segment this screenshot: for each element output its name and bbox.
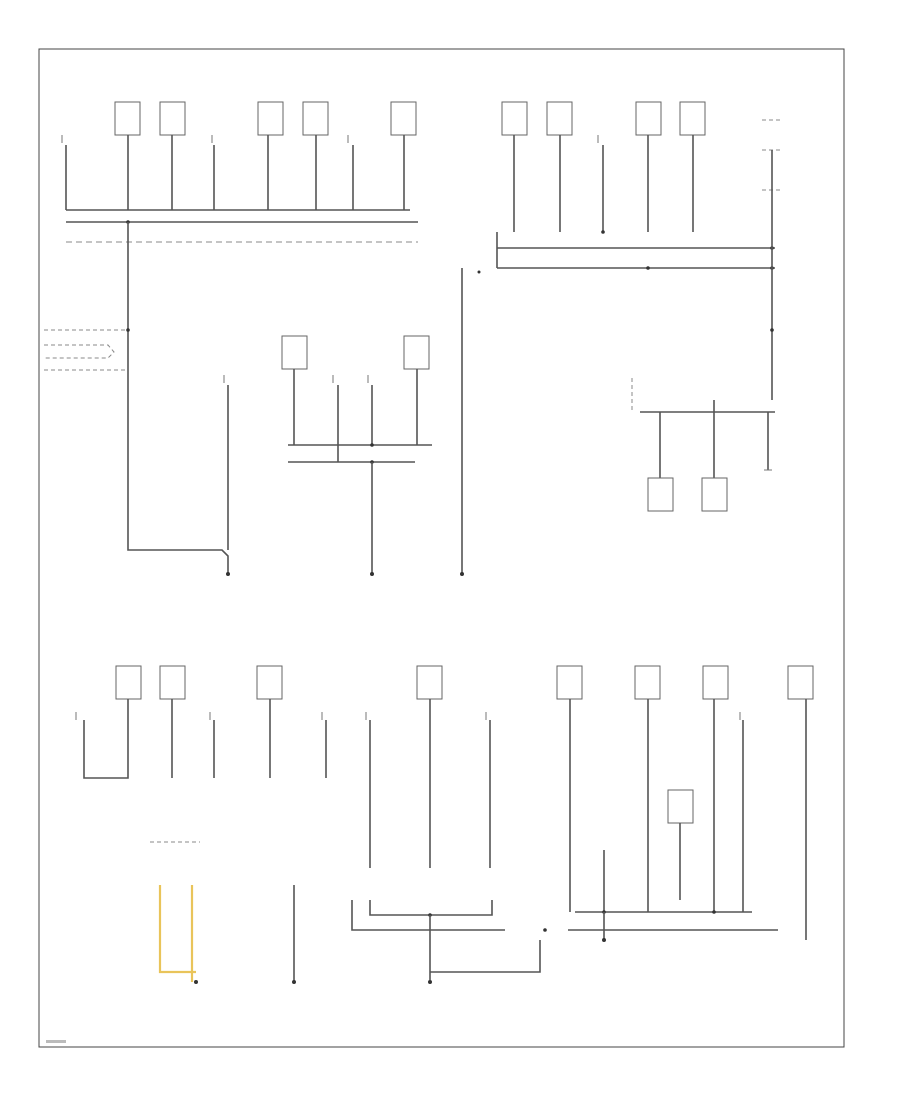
splice-dot xyxy=(646,266,650,270)
splice-dot xyxy=(601,230,605,234)
footer-code-mark xyxy=(46,1040,66,1043)
drop-wire xyxy=(83,699,491,868)
top-left-ground-group xyxy=(44,101,418,576)
ground-point xyxy=(370,572,374,576)
connector-pin xyxy=(223,375,369,383)
component-box xyxy=(787,665,814,700)
drop-wire xyxy=(513,135,694,232)
splice-dot xyxy=(543,928,547,932)
yellow-ground-wire xyxy=(158,885,196,982)
ground-point xyxy=(460,572,464,576)
connector-pin xyxy=(75,712,487,720)
component-box xyxy=(256,665,283,700)
connector-outline xyxy=(44,329,128,371)
ground-bus xyxy=(66,209,418,223)
component-box xyxy=(679,101,706,136)
drop-wire xyxy=(569,699,807,940)
component-box xyxy=(501,101,528,136)
splice-dot xyxy=(770,328,774,332)
bottom-left-ground-group xyxy=(75,665,547,984)
ground-bus xyxy=(568,911,778,931)
component-box xyxy=(667,789,694,824)
drop-wire xyxy=(659,400,769,478)
top-right-ground-group xyxy=(460,101,780,576)
component-box xyxy=(281,335,308,370)
component-box xyxy=(702,665,729,700)
component-box xyxy=(115,665,142,700)
component-box xyxy=(159,101,186,136)
drop-wire xyxy=(65,135,405,210)
component-box xyxy=(257,101,284,136)
middle-ground-group xyxy=(223,335,432,576)
splice-dot xyxy=(126,328,130,332)
ground-point xyxy=(292,980,296,984)
ground-bus xyxy=(288,444,432,463)
component-box xyxy=(701,477,728,512)
component-box xyxy=(634,665,661,700)
trunk-wire xyxy=(127,222,229,574)
connector-outline xyxy=(631,378,775,413)
connector-pin xyxy=(61,135,349,143)
splice-dot xyxy=(477,270,481,274)
ground-point xyxy=(602,938,606,942)
component-box xyxy=(159,665,186,700)
component-box xyxy=(114,101,141,136)
ground-bus xyxy=(496,232,775,269)
diagram-border xyxy=(38,48,845,1048)
component-box xyxy=(635,101,662,136)
component-box xyxy=(647,477,674,512)
drop-wire xyxy=(227,369,418,550)
connector-outline xyxy=(762,119,780,191)
component-box xyxy=(390,101,417,136)
splice-dot xyxy=(712,910,716,914)
component-box xyxy=(416,665,443,700)
component-box xyxy=(546,101,573,136)
ground-point xyxy=(194,980,198,984)
ground-point xyxy=(428,980,432,984)
component-box xyxy=(403,335,430,370)
component-box xyxy=(302,101,329,136)
ground-bus xyxy=(430,940,541,973)
ground-point xyxy=(226,572,230,576)
bottom-right-ground-group xyxy=(556,665,814,942)
splice-dot xyxy=(370,443,374,447)
component-box xyxy=(556,665,583,700)
